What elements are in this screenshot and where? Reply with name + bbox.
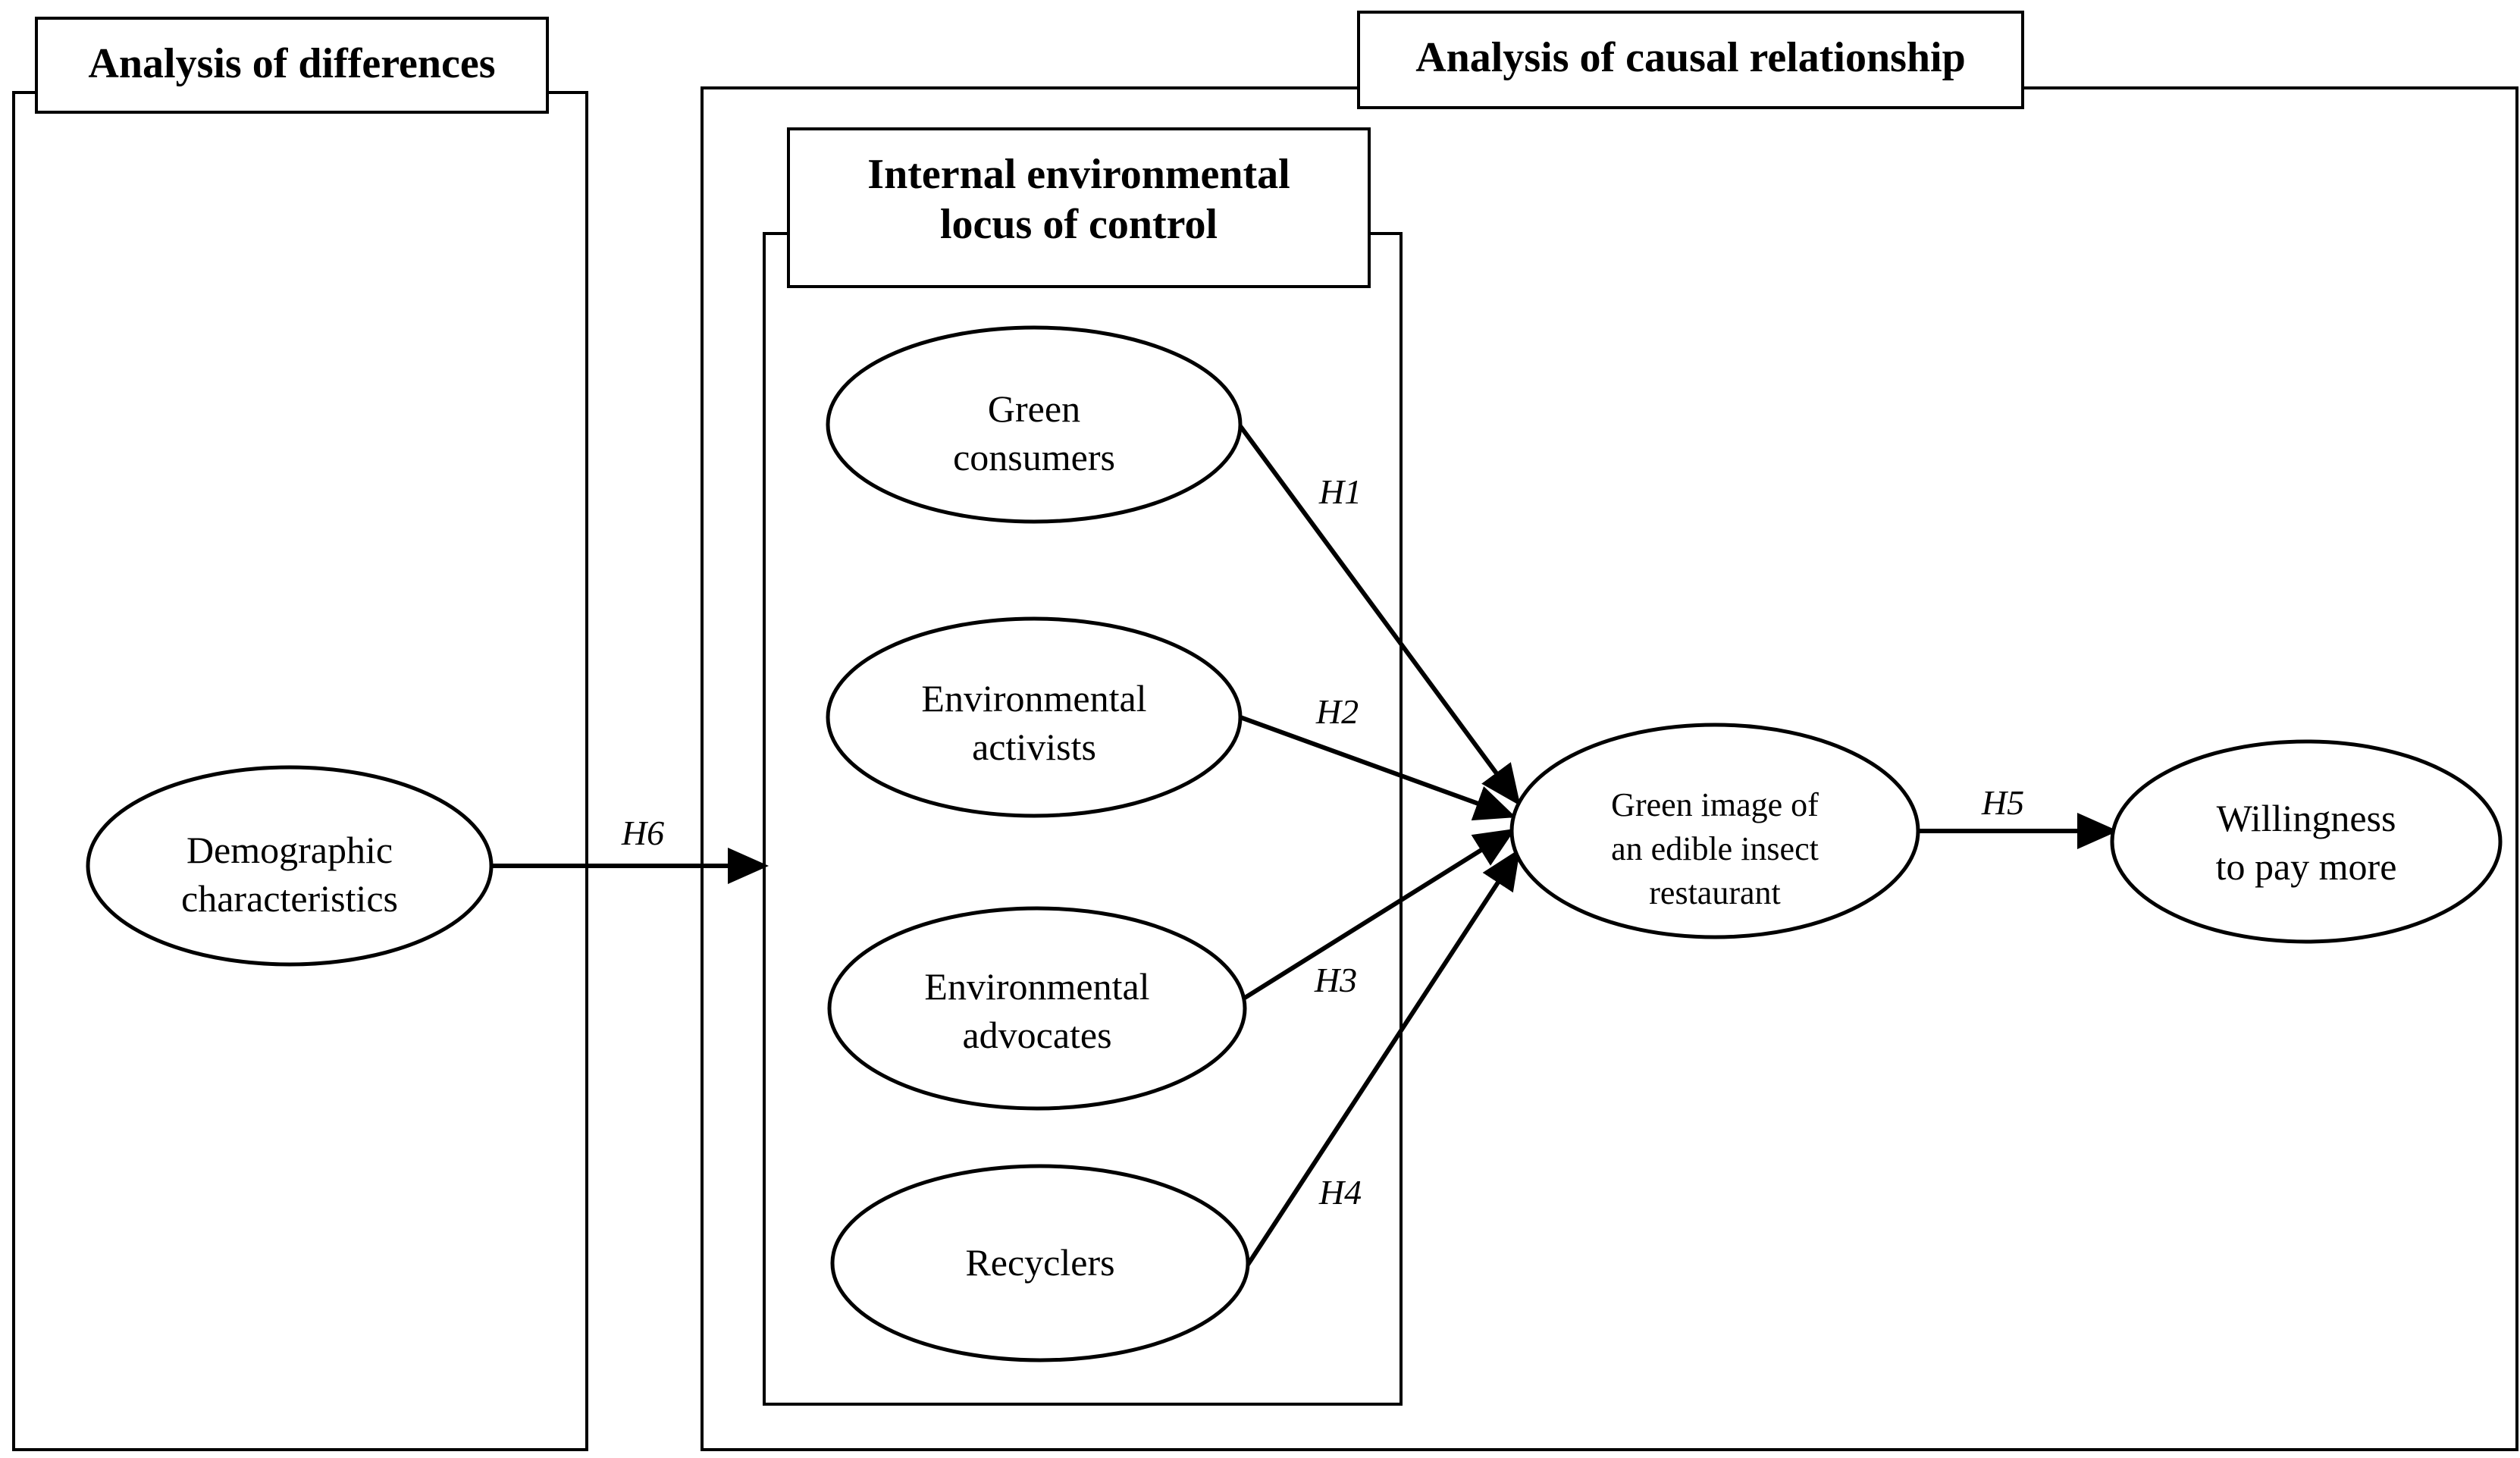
node-willingness: Willingness to pay more (2110, 739, 2503, 944)
node-green-consumers-line2: consumers (953, 436, 1115, 478)
node-green-image-line1: Green image of (1611, 786, 1819, 823)
locus-title-line1: Internal environmental (867, 151, 1290, 198)
hypothesis-label-h6: H6 (621, 814, 664, 852)
causal-title-text: Analysis of causal relationship (1415, 34, 1966, 81)
node-demographic: Demographic characteristics (86, 765, 494, 967)
node-demographic-line2: characteristics (181, 877, 398, 920)
hypothesis-label-h2: H2 (1315, 692, 1359, 731)
node-environmental-advocates-line1: Environmental (924, 965, 1149, 1008)
locus-title: Internal environmental locus of control (787, 127, 1371, 288)
node-recyclers: Recyclers (830, 1164, 1250, 1362)
node-willingness-line1: Willingness (2217, 797, 2396, 839)
hypothesis-label-h4: H4 (1318, 1173, 1362, 1212)
node-green-image-line2: an edible insect (1611, 830, 1819, 867)
hypothesis-label-h1: H1 (1318, 472, 1362, 511)
edge-h2 (1239, 715, 1516, 821)
node-environmental-activists-line1: Environmental (921, 677, 1146, 720)
locus-title-line2: locus of control (940, 201, 1218, 248)
hypothesis-label-h3: H3 (1314, 961, 1357, 999)
node-recyclers-line1: Recyclers (965, 1241, 1114, 1284)
node-environmental-activists: Environmental activists (826, 616, 1243, 818)
node-demographic-line1: Demographic (186, 829, 393, 871)
edge-h1 (1238, 425, 1521, 806)
differences-title-text: Analysis of differences (88, 40, 495, 87)
node-green-image-line3: restaurant (1649, 874, 1780, 911)
edge-h3 (1243, 828, 1516, 1000)
causal-title: Analysis of causal relationship (1357, 11, 2024, 109)
node-environmental-advocates-line2: advocates (962, 1014, 1111, 1056)
differences-title: Analysis of differences (35, 17, 549, 114)
node-environmental-activists-line2: activists (972, 726, 1096, 768)
node-willingness-line2: to pay more (2216, 845, 2397, 888)
hypothesis-label-h5: H5 (1981, 783, 2024, 822)
node-green-image: Green image of an edible insect restaura… (1509, 723, 1920, 939)
node-green-consumers: Green consumers (826, 325, 1243, 524)
node-environmental-advocates: Environmental advocates (827, 906, 1247, 1111)
node-green-consumers-line1: Green (988, 387, 1080, 430)
edge-h4 (1246, 848, 1521, 1266)
